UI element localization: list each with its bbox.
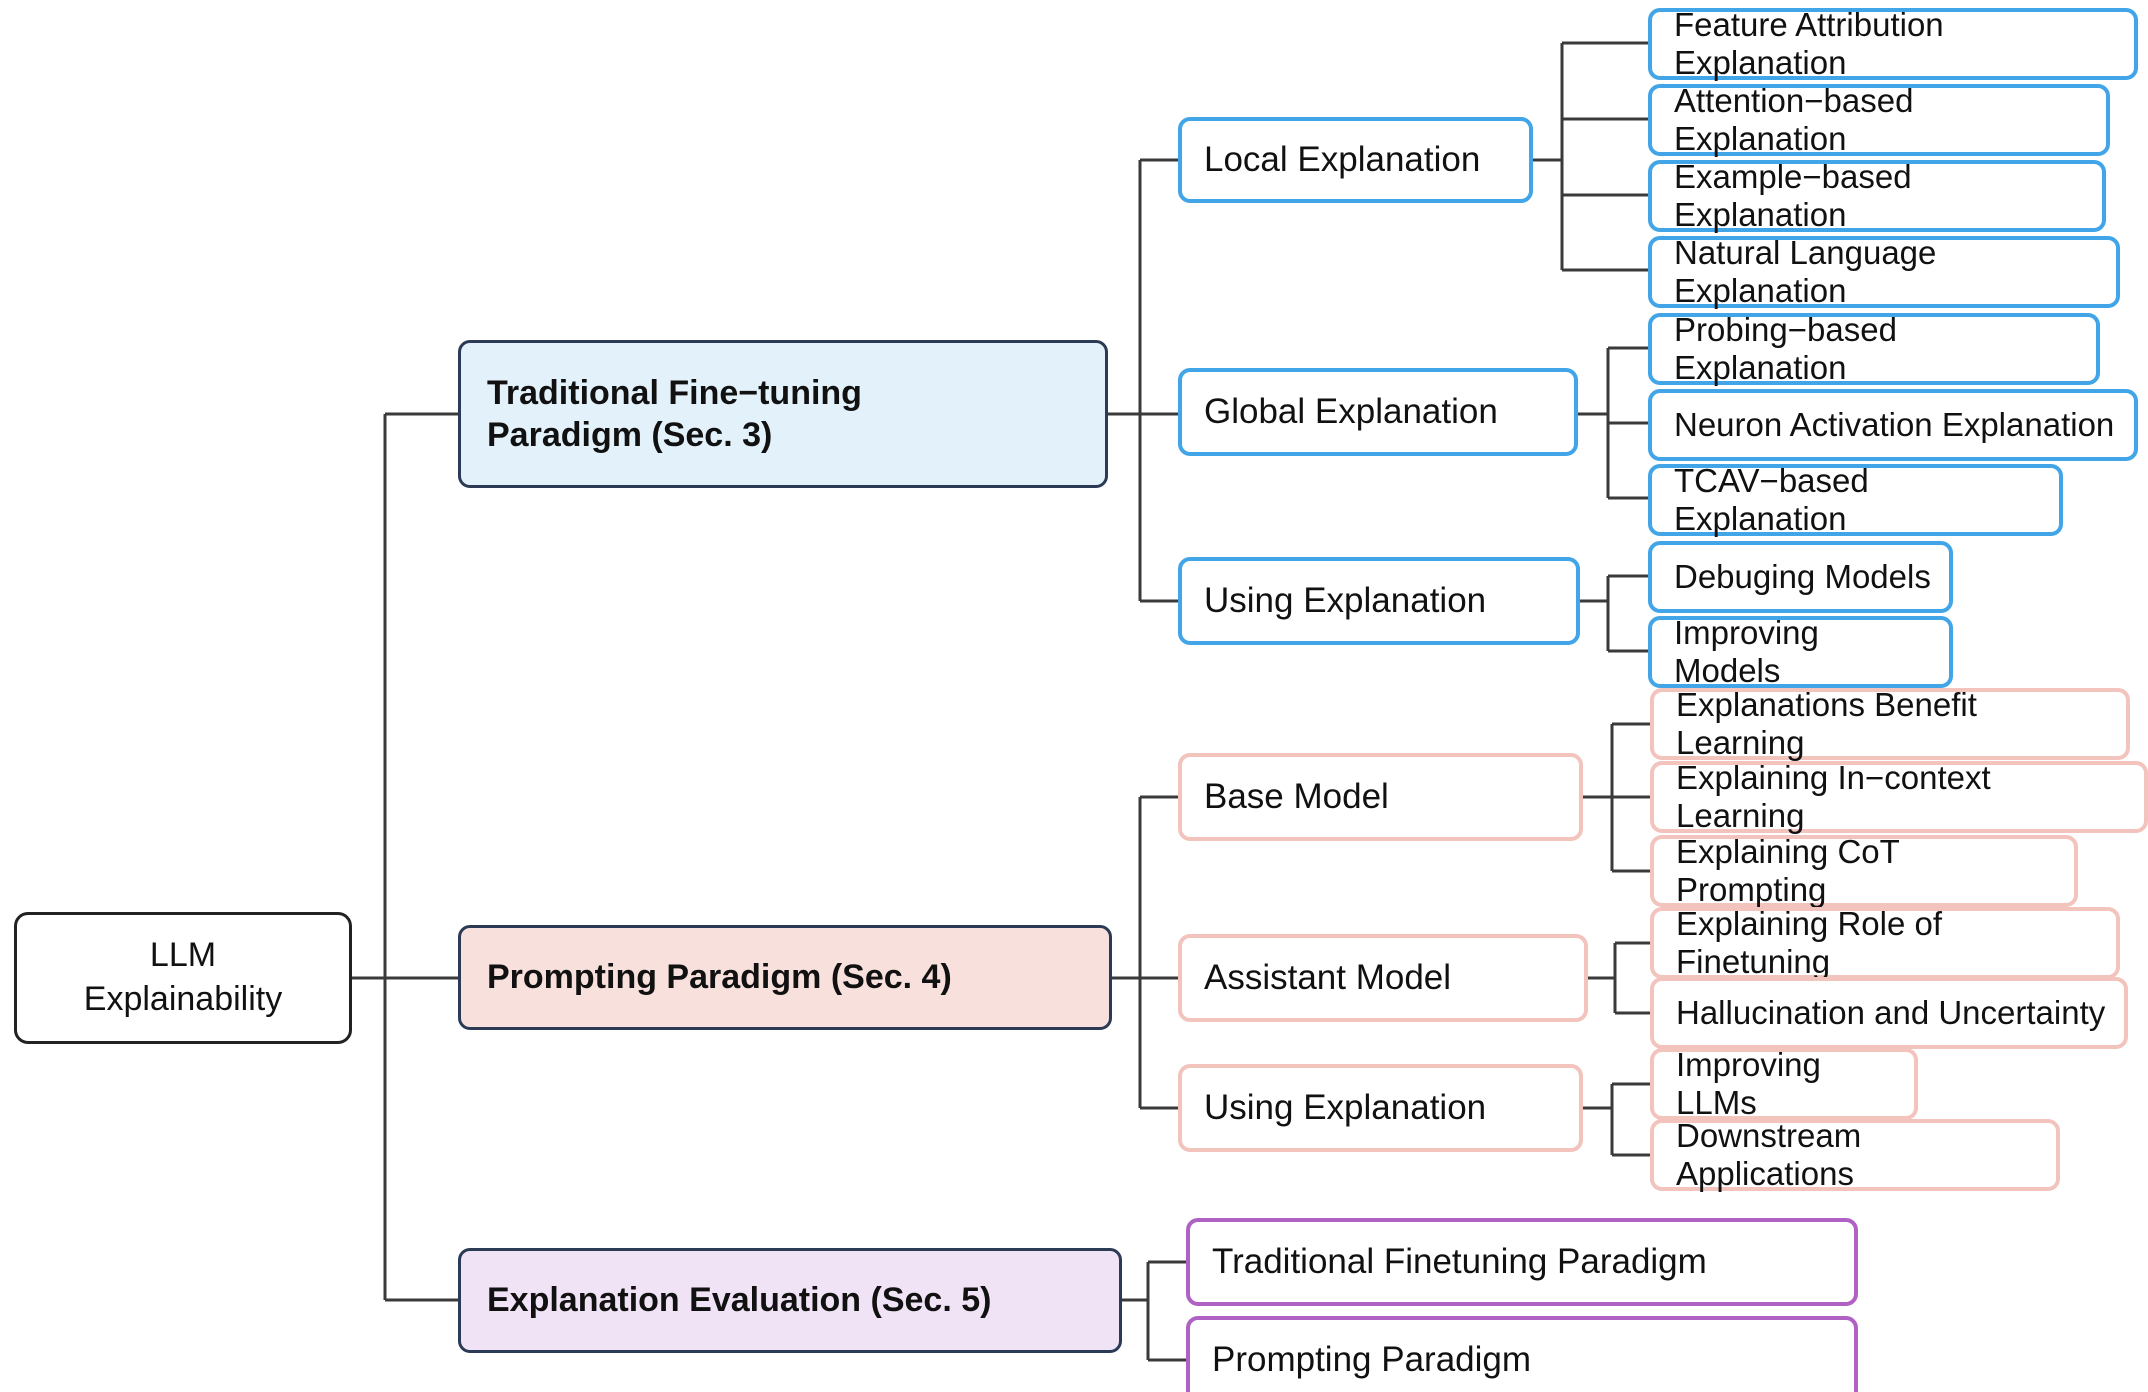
category-label: Base Model: [1204, 777, 1389, 816]
leaf-label: Neuron Activation Explanation: [1674, 406, 2115, 443]
leaf-label: Debuging Models: [1674, 558, 1931, 595]
section-label: Prompting Paradigm (Sec. 4): [487, 958, 952, 997]
leaf-label: Feature Attribution Explanation: [1674, 6, 1944, 81]
leaf-node[interactable]: Explaining CoT Prompting: [1650, 833, 2078, 908]
leaf-label: Attention−based Explanation: [1674, 82, 1914, 157]
category-label: Global Explanation: [1204, 392, 1498, 431]
leaf-label: Downstream Applications: [1676, 1117, 1862, 1192]
leaf-label: Improving LLMs: [1676, 1046, 1821, 1121]
category-node-base-model[interactable]: Base Model: [1178, 753, 1583, 841]
section-node-traditional-fine-tuning[interactable]: Traditional Fine−tuning Paradigm (Sec. 3…: [458, 340, 1108, 488]
category-label: Using Explanation: [1204, 581, 1487, 620]
category-label: Traditional Finetuning Paradigm: [1212, 1242, 1707, 1281]
category-node-eval-prompting[interactable]: Prompting Paradigm: [1186, 1316, 1858, 1392]
leaf-node[interactable]: Natural Language Explanation: [1648, 234, 2120, 309]
section-label: Traditional Fine−tuning Paradigm (Sec. 3…: [487, 373, 862, 455]
category-node-local-explanation[interactable]: Local Explanation: [1178, 117, 1533, 203]
leaf-node[interactable]: Attention−based Explanation: [1648, 82, 2110, 157]
leaf-node[interactable]: Improving LLMs: [1650, 1046, 1918, 1121]
leaf-node[interactable]: Hallucination and Uncertainty: [1650, 977, 2128, 1049]
category-node-using-explanation-finetuning[interactable]: Using Explanation: [1178, 557, 1580, 645]
leaf-node[interactable]: Debuging Models: [1648, 541, 1953, 613]
leaf-node[interactable]: Explaining In−context Learning: [1650, 759, 2148, 834]
leaf-node[interactable]: Downstream Applications: [1650, 1117, 2060, 1192]
leaf-label: TCAV−based Explanation: [1674, 462, 1869, 537]
leaf-node[interactable]: Example−based Explanation: [1648, 158, 2106, 233]
leaf-node[interactable]: TCAV−based Explanation: [1648, 462, 2063, 537]
section-node-prompting-paradigm[interactable]: Prompting Paradigm (Sec. 4): [458, 925, 1112, 1030]
leaf-node[interactable]: Improving Models: [1648, 614, 1953, 689]
leaf-label: Hallucination and Uncertainty: [1676, 994, 2106, 1031]
leaf-label: Explanations Benefit Learning: [1676, 686, 1977, 761]
leaf-node[interactable]: Probing−based Explanation: [1648, 311, 2100, 386]
leaf-label: Natural Language Explanation: [1674, 234, 1937, 309]
leaf-node[interactable]: Explaining Role of Finetuning: [1650, 905, 2120, 980]
category-node-using-explanation-prompting[interactable]: Using Explanation: [1178, 1064, 1583, 1152]
leaf-node[interactable]: Neuron Activation Explanation: [1648, 389, 2138, 461]
section-node-explanation-evaluation[interactable]: Explanation Evaluation (Sec. 5): [458, 1248, 1122, 1353]
leaf-node[interactable]: Feature Attribution Explanation: [1648, 6, 2138, 81]
category-node-assistant-model[interactable]: Assistant Model: [1178, 934, 1588, 1022]
category-label: Local Explanation: [1204, 140, 1481, 179]
leaf-label: Improving Models: [1674, 614, 1819, 689]
leaf-label: Probing−based Explanation: [1674, 311, 1897, 386]
root-node[interactable]: LLM Explainability: [14, 912, 352, 1044]
leaf-label: Explaining In−context Learning: [1676, 759, 1991, 834]
category-label: Using Explanation: [1204, 1088, 1487, 1127]
leaf-label: Explaining Role of Finetuning: [1676, 905, 1942, 980]
category-node-global-explanation[interactable]: Global Explanation: [1178, 368, 1578, 456]
category-label: Assistant Model: [1204, 958, 1452, 997]
section-label: Explanation Evaluation (Sec. 5): [487, 1281, 992, 1320]
leaf-label: Example−based Explanation: [1674, 158, 1912, 233]
leaf-node[interactable]: Explanations Benefit Learning: [1650, 686, 2130, 761]
category-label: Prompting Paradigm: [1212, 1340, 1532, 1379]
root-label: LLM Explainability: [83, 936, 283, 1018]
leaf-label: Explaining CoT Prompting: [1676, 833, 1900, 908]
category-node-eval-traditional[interactable]: Traditional Finetuning Paradigm: [1186, 1218, 1858, 1306]
